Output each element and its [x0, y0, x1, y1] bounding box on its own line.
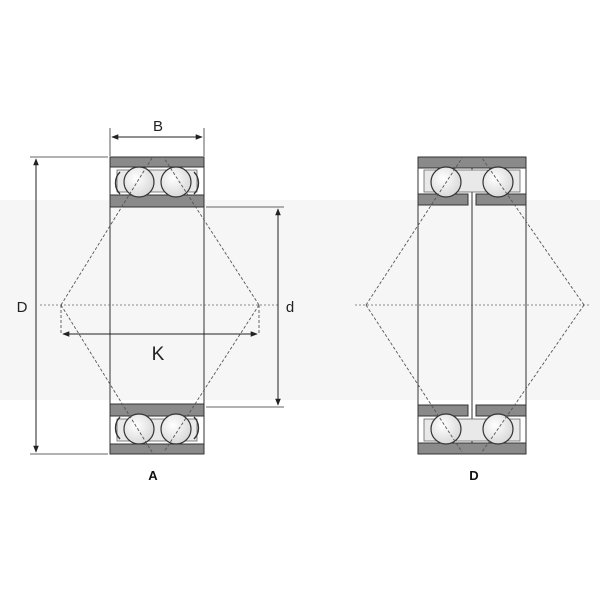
dimension-d-outer: D — [17, 156, 108, 455]
label-d-outer: D — [17, 299, 28, 316]
ball-bottom-right — [160, 413, 192, 445]
inner-ring-top — [109, 194, 205, 208]
ball-bottom-left-d — [430, 413, 462, 445]
seal-right-top — [193, 171, 200, 195]
ball-top-right — [160, 166, 192, 198]
outer-ring-bottom-d — [417, 442, 527, 455]
contact-lines-a — [60, 157, 260, 453]
bearing-a-bottom-section — [109, 403, 205, 455]
bearing-d: D — [355, 156, 590, 483]
dimension-k: K — [62, 331, 258, 365]
dimension-b: B — [109, 118, 205, 156]
seal-left-bottom — [114, 416, 121, 440]
seal-left-top — [114, 171, 121, 195]
label-k: K — [152, 344, 165, 365]
outer-ring-top — [109, 156, 205, 168]
label-b: B — [153, 118, 163, 135]
caption-a: A — [148, 468, 158, 483]
ball-bottom-left — [123, 413, 155, 445]
outer-ring-top-d — [417, 156, 527, 169]
inner-ring-bottom — [109, 403, 205, 417]
contact-lines-d — [365, 157, 585, 453]
caption-d: D — [469, 468, 478, 483]
bearing-d-top-section — [417, 156, 527, 206]
outer-ring-bottom — [109, 443, 205, 455]
dimension-d-bore: d — [206, 206, 294, 408]
ball-top-right-d — [482, 166, 514, 198]
ball-top-left — [123, 166, 155, 198]
bearing-a-top-section — [109, 156, 205, 208]
seal-right-bottom — [193, 416, 200, 440]
label-d-bore: d — [286, 299, 294, 316]
background-band — [0, 200, 600, 400]
bearing-a: B D d K A — [17, 118, 295, 483]
